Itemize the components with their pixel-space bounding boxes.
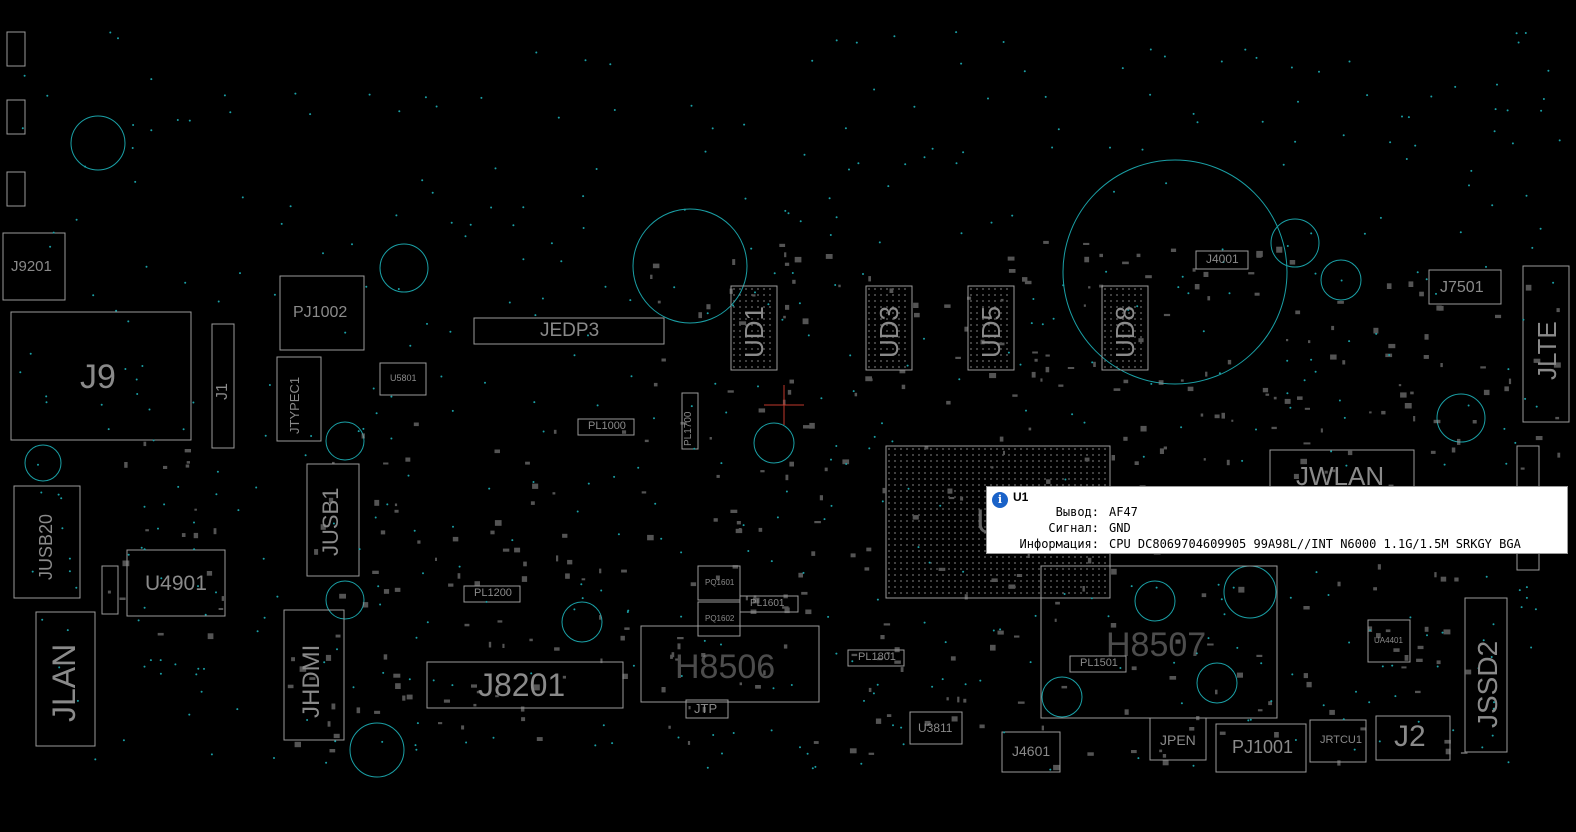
label-jedp3[interactable]: JEDP3	[540, 320, 600, 341]
label-pl1501[interactable]: PL1501	[1080, 657, 1118, 669]
tooltip-row-signal: Сигнал: GND	[1048, 521, 1131, 535]
label-pl1601[interactable]: PL1601	[750, 598, 785, 609]
label-pl1801[interactable]: PL1801	[858, 651, 896, 663]
label-pq1602[interactable]: PQ1602	[705, 614, 735, 623]
label-ud5[interactable]: UD5	[976, 305, 1006, 358]
tooltip-ref: U1	[1013, 490, 1029, 504]
label-pj1002[interactable]: PJ1002	[293, 304, 348, 321]
label-h8506[interactable]: H8506	[675, 648, 776, 686]
label-j9[interactable]: J9	[80, 358, 116, 396]
info-icon: i	[992, 492, 1008, 508]
crosshair-cursor	[764, 385, 804, 425]
label-ua4401[interactable]: UA4401	[1374, 636, 1403, 645]
label-j2[interactable]: J2	[1394, 720, 1426, 753]
label-pl1700[interactable]: PL1700	[683, 411, 694, 446]
mounting-holes	[24, 115, 1486, 778]
label-j4001[interactable]: J4001	[1206, 252, 1239, 266]
label-jtypec1[interactable]: JTYPEC1	[287, 376, 302, 434]
label-jwlan[interactable]: JWLAN	[1296, 461, 1385, 491]
component-outlines	[2, 31, 1570, 773]
label-j1[interactable]: J1	[214, 383, 231, 400]
tooltip-row-pin: Вывод: AF47	[1055, 505, 1138, 519]
label-jrtcu1[interactable]: JRTCU1	[1320, 734, 1362, 746]
label-pl1200[interactable]: PL1200	[474, 587, 512, 599]
label-j8201[interactable]: J8201	[478, 667, 566, 703]
pad-field	[107, 240, 1561, 771]
label-jssd2[interactable]: JSSD2	[1472, 640, 1503, 728]
label-pl1000[interactable]: PL1000	[588, 420, 626, 432]
label-pq1601[interactable]: PQ1601	[705, 578, 735, 587]
label-ud3[interactable]: UD3	[874, 305, 904, 358]
label-jhdmi[interactable]: JHDMI	[298, 644, 325, 718]
label-u3811[interactable]: U3811	[918, 721, 953, 735]
label-h8507[interactable]: H8507	[1106, 626, 1207, 664]
label-jusb20[interactable]: JUSB20	[36, 513, 56, 580]
label-ud1[interactable]: UD1	[739, 305, 769, 358]
label-j4601[interactable]: J4601	[1012, 743, 1051, 759]
label-u5801[interactable]: U5801	[390, 373, 417, 383]
label-jlan[interactable]: JLAN	[46, 643, 82, 722]
label-j9201[interactable]: J9201	[11, 258, 52, 275]
tooltip-row-info: Информация: CPU DC8069704609905 99A98L//…	[1019, 537, 1521, 551]
info-tooltip: i U1 Вывод: AF47 Сигнал: GND Информация:…	[986, 486, 1568, 554]
label-jlte[interactable]: JLTE	[1532, 321, 1562, 380]
label-jtp[interactable]: JTP	[694, 701, 718, 716]
label-jusb1[interactable]: JUSB1	[318, 487, 343, 556]
label-u4901[interactable]: U4901	[145, 572, 207, 595]
label-jpen[interactable]: JPEN	[1160, 732, 1196, 748]
label-ud8[interactable]: UD8	[1110, 305, 1140, 358]
via-field	[19, 31, 1561, 771]
label-j7501[interactable]: J7501	[1440, 279, 1484, 296]
label-pj1001[interactable]: PJ1001	[1232, 737, 1294, 757]
